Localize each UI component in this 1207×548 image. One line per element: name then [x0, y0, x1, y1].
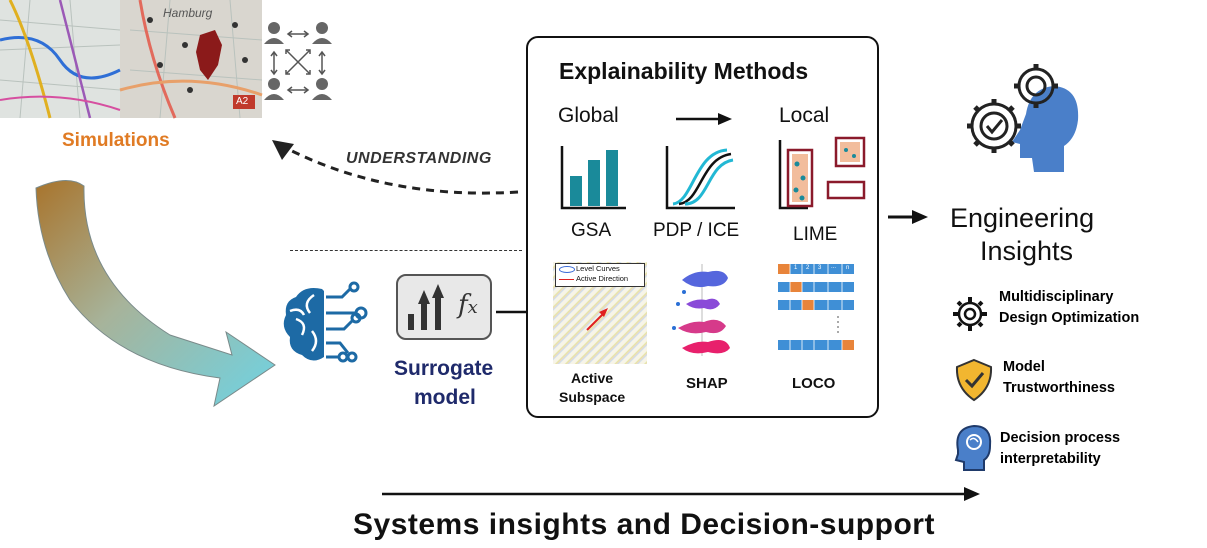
- loco-row-2: [778, 282, 854, 292]
- insight-item-line2: interpretability: [1000, 451, 1101, 467]
- global-to-local-arrow: [676, 113, 732, 125]
- shield-check-icon: [955, 358, 993, 402]
- loco-cell: 3: [818, 265, 822, 271]
- shap-violin-icon: [672, 264, 730, 356]
- map-road-label: A2: [236, 96, 249, 107]
- legend-direction-label: Active Direction: [576, 274, 629, 283]
- loco-row-3: [778, 300, 854, 310]
- loco-row-1-labels: 1 2 3 ... n: [778, 264, 854, 274]
- global-label: Global: [558, 104, 619, 127]
- insight-item-line2: Trustworthiness: [1003, 380, 1115, 396]
- map-city-label: Hamburg: [163, 6, 213, 20]
- surrogate-model-icon: fx: [396, 274, 492, 340]
- section-divider: [290, 250, 522, 251]
- insight-item-line2: Design Optimization: [999, 310, 1140, 326]
- insight-item-line1: Model: [1003, 359, 1045, 375]
- loco-cell: ...: [831, 264, 837, 270]
- footer-label: Systems insights and Decision-support: [353, 508, 935, 541]
- active-subspace-legend: Level Curves Active Direction: [555, 263, 645, 287]
- loco-table-icon: 1 2 3 ... n: [778, 262, 854, 356]
- curved-flow-arrow: [35, 180, 276, 408]
- head-brain-icon: [954, 424, 992, 471]
- surrogate-label-line1: Surrogate: [394, 357, 494, 380]
- legend-direction-swatch: [559, 279, 574, 280]
- lime-label: LIME: [793, 224, 838, 245]
- insight-item-trust: Model Trustworthiness: [1003, 357, 1115, 399]
- simulation-map-image: Hamburg A2: [0, 0, 263, 119]
- simulations-label: Simulations: [62, 130, 170, 151]
- insight-item-mdo: Multidisciplinary Design Optimization: [999, 287, 1139, 329]
- loco-cell: n: [846, 265, 850, 271]
- shap-label: SHAP: [686, 375, 728, 392]
- understanding-arrow: [272, 140, 519, 195]
- loco-row-1: [778, 264, 854, 274]
- gsa-label: GSA: [571, 220, 612, 241]
- active-subspace-label-line1: Active: [571, 370, 614, 386]
- insight-item-line1: Multidisciplinary: [999, 289, 1114, 305]
- loco-row-n: [778, 340, 854, 350]
- methods-to-insights-arrow: [888, 210, 928, 224]
- surrogate-label-line2: model: [414, 386, 476, 409]
- loco-cell: 2: [806, 265, 810, 271]
- engineering-insights-title-line1: Engineering: [950, 203, 1095, 233]
- legend-level-label: Level Curves: [576, 264, 620, 273]
- gears-head-icon: [958, 54, 1080, 184]
- loco-label: LOCO: [792, 375, 836, 392]
- pdp-ice-curve-icon: [665, 146, 735, 210]
- active-subspace-plot: Level Curves Active Direction: [553, 262, 647, 364]
- understanding-label: UNDERSTANDING: [346, 150, 492, 167]
- methods-title: Explainability Methods: [559, 58, 809, 84]
- loco-cell: 1: [794, 265, 798, 271]
- decision-support-arrow: [382, 487, 980, 501]
- insight-item-decision: Decision process interpretability: [1000, 428, 1120, 470]
- pdp-ice-label: PDP / ICE: [653, 220, 740, 241]
- active-subspace-label-line2: Subspace: [559, 389, 626, 405]
- lime-icon: [778, 136, 866, 210]
- gsa-bar-icon: [560, 146, 626, 210]
- local-label: Local: [779, 104, 830, 127]
- brain-circuit-icon: [282, 281, 372, 365]
- legend-level-swatch: [559, 266, 575, 273]
- insight-item-line1: Decision process: [1000, 430, 1121, 446]
- fx-symbol: fx: [458, 290, 478, 320]
- gear-icon: [953, 297, 987, 331]
- engineering-insights-title-line2: Insights: [980, 236, 1074, 266]
- agent-interaction-icon: [262, 20, 334, 102]
